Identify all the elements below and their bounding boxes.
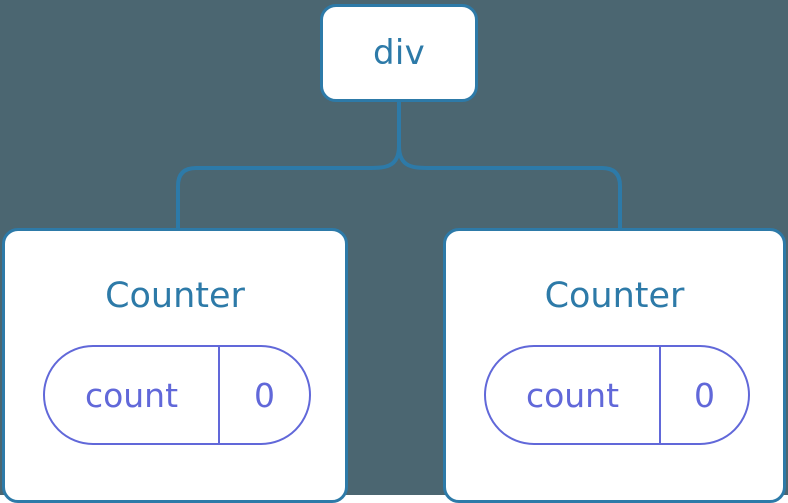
edge-root-to-counter-right <box>397 145 622 228</box>
state-pill-right-key: count <box>525 375 620 415</box>
node-counter-left-label: Counter <box>105 276 245 316</box>
state-pill-right-value-cell: 0 <box>661 347 748 443</box>
node-div-label: div <box>372 33 426 73</box>
node-counter-left-body: Counter count 0 <box>5 231 345 500</box>
state-pill-left-value-cell: 0 <box>220 347 309 443</box>
node-counter-right-body: Counter count 0 <box>446 231 783 500</box>
state-pill-right-key-cell: count <box>486 347 661 443</box>
edge-root-to-counter-left <box>176 145 401 228</box>
state-pill-left-key: count <box>84 375 179 415</box>
state-pill-right-value: 0 <box>694 375 715 415</box>
node-div[interactable]: div <box>320 4 478 102</box>
state-pill-right[interactable]: count 0 <box>484 345 750 445</box>
state-pill-left-value: 0 <box>254 375 275 415</box>
node-counter-left[interactable]: Counter count 0 <box>2 228 348 503</box>
node-counter-right[interactable]: Counter count 0 <box>443 228 786 503</box>
state-pill-left[interactable]: count 0 <box>43 345 311 445</box>
state-pill-left-key-cell: count <box>45 347 220 443</box>
node-counter-right-label: Counter <box>544 276 685 316</box>
